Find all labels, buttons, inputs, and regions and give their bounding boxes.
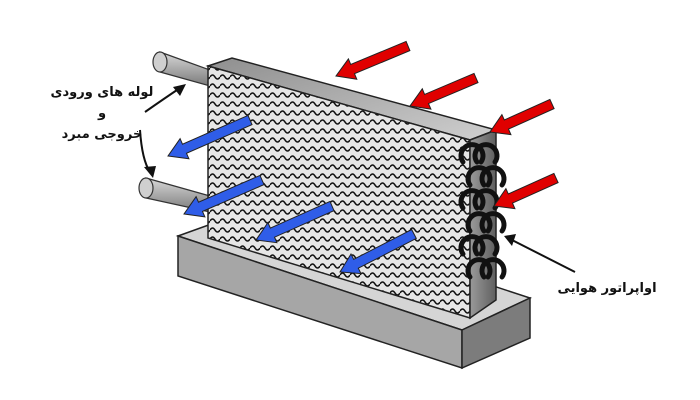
coil-return-bend xyxy=(472,142,500,165)
hot-air-arrow-4 xyxy=(493,172,559,210)
pipes-label-line-2: خروجی مبرد xyxy=(61,127,143,142)
evaporator-leader xyxy=(511,239,576,273)
coil-return-bend xyxy=(465,211,493,234)
base-side-face xyxy=(461,296,531,370)
incoming-air-arrows xyxy=(335,40,559,210)
leader-lines xyxy=(139,84,576,273)
coil-return-bend xyxy=(472,234,500,257)
coil-return-bend xyxy=(458,188,486,211)
cold-air-arrow-2 xyxy=(183,174,265,218)
refrigerant-pipes-label: لوله های ورودی و خروجی مبرد xyxy=(46,82,158,145)
coil-return-bends xyxy=(458,142,507,280)
hot-air-arrow-2 xyxy=(409,72,479,110)
coil-return-bend xyxy=(479,257,507,280)
coil-return-bend xyxy=(465,257,493,280)
pipe-leader-upper-head xyxy=(173,84,186,96)
cold-air-arrow-4 xyxy=(339,228,417,275)
inlet-pipe xyxy=(152,51,211,87)
coil-return-bend xyxy=(465,165,493,188)
coil-return-bend xyxy=(458,142,486,165)
air-evaporator-label: اواپراتور هوایی xyxy=(557,281,657,296)
coil-block xyxy=(205,57,499,320)
outgoing-air-arrows xyxy=(167,114,417,275)
coil-return-bend xyxy=(458,234,486,257)
hot-air-arrow-3 xyxy=(489,98,555,136)
evaporator-leader-head xyxy=(504,234,516,246)
pipes-label-line-1: لوله های ورودی و xyxy=(50,85,154,121)
pipe-leader-lower-head xyxy=(144,166,156,178)
coil-return-bend xyxy=(479,165,507,188)
cold-air-arrow-1 xyxy=(167,114,253,160)
cold-air-arrow-3 xyxy=(255,200,335,244)
coil-return-bend xyxy=(479,211,507,234)
hot-air-arrow-1 xyxy=(335,40,411,80)
